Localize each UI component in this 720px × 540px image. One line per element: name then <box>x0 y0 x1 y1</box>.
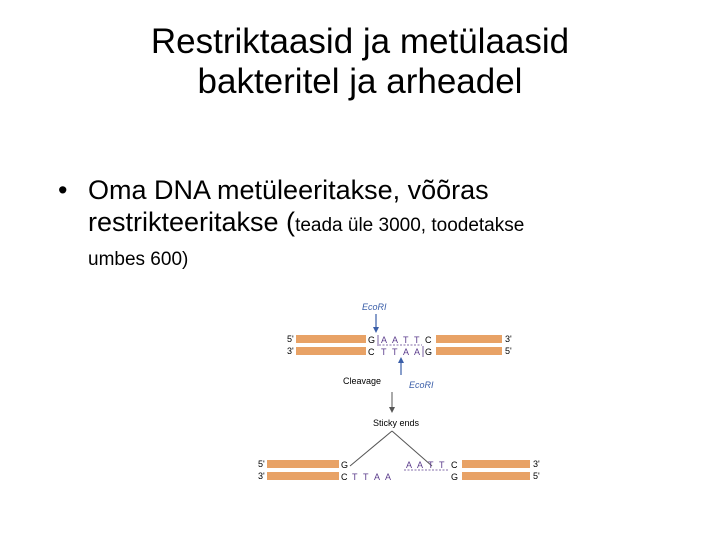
right-fragment-top <box>462 460 530 468</box>
left-bottom-overhang: C T T A A <box>341 472 391 482</box>
bottom-base-5: G <box>425 347 432 357</box>
intact-bottom-strand-left <box>296 347 366 355</box>
right-top-base-3: T <box>439 460 445 470</box>
bottom-base-1: T <box>381 347 387 357</box>
top-base-1: A <box>381 335 387 345</box>
left-bottom-base-2: T <box>363 472 369 482</box>
right-bottom-base: G <box>451 472 458 482</box>
left-bottom-base-3: A <box>374 472 380 482</box>
right-5prime-label: 5' <box>533 471 540 481</box>
bottom-base-3: A <box>403 347 409 357</box>
left-5prime-label: 5' <box>258 459 265 469</box>
top-base-3: T <box>403 335 409 345</box>
right-top-overhang: A A T T C <box>406 460 458 470</box>
intact-3prime-label: 3' <box>287 346 294 356</box>
cut-arrowhead-top-icon <box>373 327 379 333</box>
left-3prime-label: 3' <box>258 471 265 481</box>
left-bottom-base-1: T <box>352 472 358 482</box>
intact-3prime-label-right: 3' <box>505 334 512 344</box>
right-3prime-label: 3' <box>533 459 540 469</box>
recognition-bottom: C T T A A G <box>368 347 432 357</box>
top-base-5: C <box>425 335 432 345</box>
process-arrowhead-icon <box>389 407 395 413</box>
top-base-2: A <box>392 335 398 345</box>
cleavage-label: Cleavage <box>343 376 381 386</box>
bottom-base-2: T <box>392 347 398 357</box>
intact-5prime-label: 5' <box>287 334 294 344</box>
bottom-base-0: C <box>368 347 375 357</box>
right-top-base-1: A <box>417 460 423 470</box>
intact-5prime-label-right: 5' <box>505 346 512 356</box>
intact-top-strand-left <box>296 335 366 343</box>
right-top-base-0: A <box>406 460 412 470</box>
sticky-ends-label: Sticky ends <box>373 418 420 428</box>
right-top-base-4: C <box>451 460 458 470</box>
intact-bottom-strand-right <box>436 347 502 355</box>
intact-top-strand-right <box>436 335 502 343</box>
top-base-4: T <box>414 335 420 345</box>
left-bottom-base-0: C <box>341 472 348 482</box>
top-base-0: G <box>368 335 375 345</box>
left-top-base: G <box>341 460 348 470</box>
left-fragment-top <box>267 460 339 468</box>
bottom-base-4: A <box>414 347 420 357</box>
left-bottom-base-4: A <box>385 472 391 482</box>
enzyme-label-top: EcoRI <box>362 302 387 312</box>
right-top-base-2: T <box>428 460 434 470</box>
enzyme-label-bottom: EcoRI <box>409 380 434 390</box>
left-fragment-bottom <box>267 472 339 480</box>
branch-left <box>350 431 392 466</box>
cut-arrowhead-bottom-icon <box>398 357 404 363</box>
right-fragment-bottom <box>462 472 530 480</box>
